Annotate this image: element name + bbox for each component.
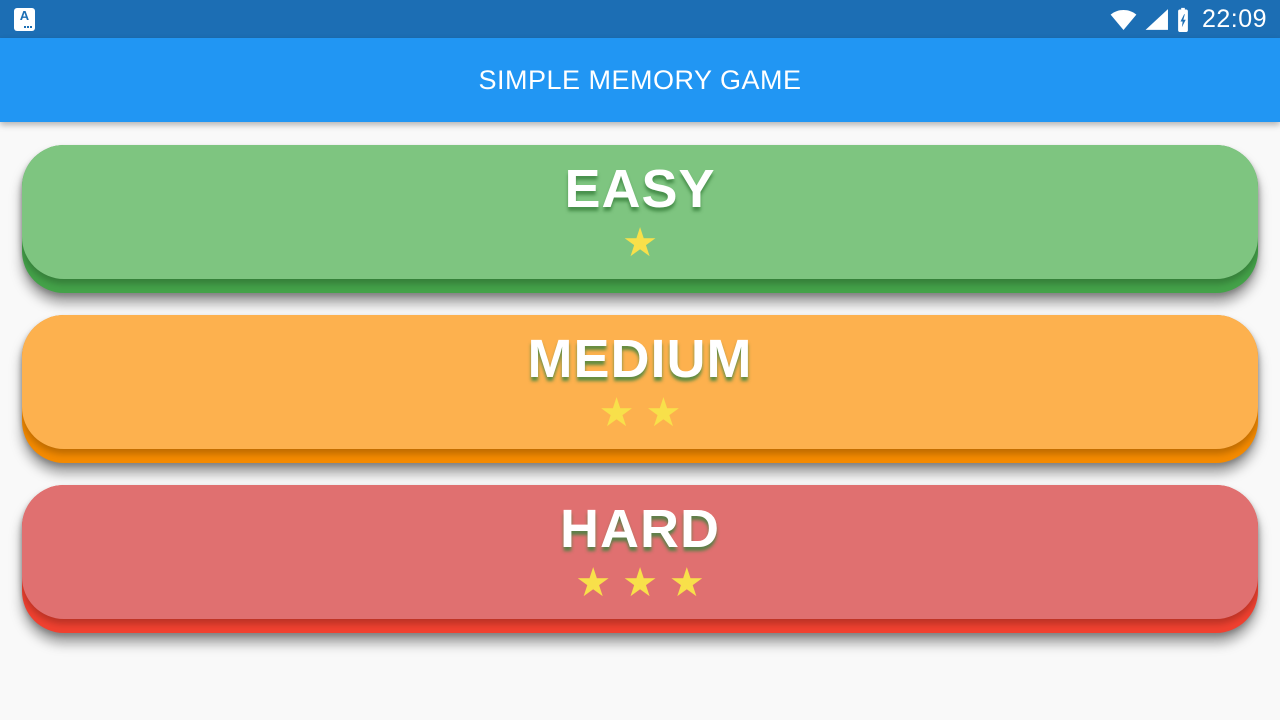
hard-button[interactable]: HARD ★★★ bbox=[22, 485, 1258, 633]
battery-charging-icon bbox=[1176, 7, 1190, 32]
clock-time: 22:09 bbox=[1201, 4, 1267, 33]
hard-star-row: ★★★ bbox=[575, 563, 705, 603]
star-icon: ★ bbox=[575, 560, 612, 605]
medium-label: MEDIUM bbox=[527, 328, 753, 389]
status-bar-right: 22:09 bbox=[1110, 4, 1267, 33]
medium-button-face[interactable]: MEDIUM ★★ bbox=[22, 315, 1258, 449]
easy-star-row: ★ bbox=[622, 223, 658, 263]
hard-button-face[interactable]: HARD ★★★ bbox=[22, 485, 1258, 619]
star-icon: ★ bbox=[645, 390, 682, 435]
keyboard-notification-icon: A bbox=[14, 7, 35, 31]
star-icon: ★ bbox=[598, 390, 635, 435]
star-icon: ★ bbox=[668, 560, 705, 605]
notification-dots bbox=[24, 25, 32, 28]
medium-button[interactable]: MEDIUM ★★ bbox=[22, 315, 1258, 463]
app-bar: SIMPLE MEMORY GAME bbox=[0, 38, 1280, 122]
notification-letter: A bbox=[19, 7, 30, 23]
easy-button[interactable]: EASY ★ bbox=[22, 145, 1258, 293]
easy-button-face[interactable]: EASY ★ bbox=[22, 145, 1258, 279]
status-bar-left: A bbox=[14, 7, 35, 31]
difficulty-menu: EASY ★ MEDIUM ★★ HARD ★★★ bbox=[0, 122, 1280, 633]
star-icon: ★ bbox=[622, 560, 658, 605]
easy-label: EASY bbox=[564, 158, 716, 219]
medium-star-row: ★★ bbox=[599, 393, 682, 433]
wifi-icon bbox=[1110, 8, 1137, 30]
app-title: SIMPLE MEMORY GAME bbox=[478, 64, 802, 95]
status-bar: A 22:09 bbox=[0, 0, 1280, 38]
cellular-signal-icon bbox=[1144, 8, 1169, 30]
hard-label: HARD bbox=[560, 498, 720, 559]
star-icon: ★ bbox=[622, 220, 658, 265]
